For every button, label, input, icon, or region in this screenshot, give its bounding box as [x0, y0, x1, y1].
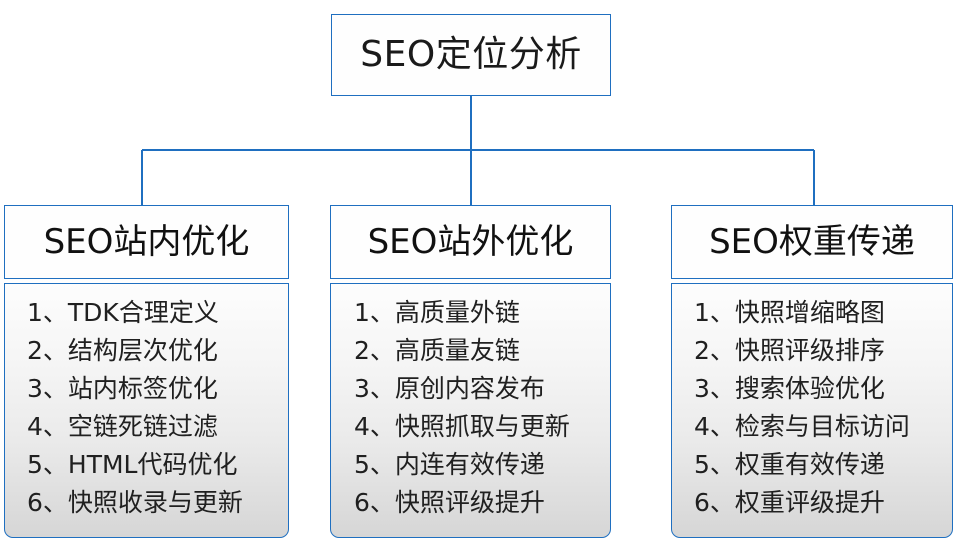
list-item: 3、原创内容发布: [354, 374, 545, 403]
branch-header-3[interactable]: SEO权重传递: [671, 205, 953, 279]
branch-header-label-2: SEO站外优化: [367, 222, 574, 262]
root-node-label: SEO定位分析: [360, 34, 582, 75]
list-item: 3、搜索体验优化: [694, 374, 885, 403]
list-item: 3、站内标签优化: [27, 374, 218, 403]
list-item: 1、快照增缩略图: [694, 298, 885, 327]
branch-header-1[interactable]: SEO站内优化: [4, 205, 289, 279]
list-item: 2、高质量友链: [354, 336, 520, 365]
branch-item-list-2: 1、高质量外链 2、高质量友链 3、原创内容发布 4、快照抓取与更新 5、内连有…: [331, 294, 610, 522]
list-item: 6、快照收录与更新: [27, 488, 243, 517]
branch-body-3: 1、快照增缩略图 2、快照评级排序 3、搜索体验优化 4、检索与目标访问 5、权…: [671, 283, 953, 538]
list-item: 1、高质量外链: [354, 298, 520, 327]
branch-body-2: 1、高质量外链 2、高质量友链 3、原创内容发布 4、快照抓取与更新 5、内连有…: [330, 283, 611, 538]
branch-header-2[interactable]: SEO站外优化: [330, 205, 611, 279]
branch-header-label-3: SEO权重传递: [709, 222, 915, 262]
branch-body-1: 1、TDK合理定义 2、结构层次优化 3、站内标签优化 4、空链死链过滤 5、H…: [4, 283, 289, 538]
list-item: 6、快照评级提升: [354, 488, 545, 517]
branch-item-list-1: 1、TDK合理定义 2、结构层次优化 3、站内标签优化 4、空链死链过滤 5、H…: [5, 294, 288, 522]
branch-column-1: SEO站内优化 1、TDK合理定义 2、结构层次优化 3、站内标签优化 4、空链…: [4, 205, 289, 538]
list-item: 4、快照抓取与更新: [354, 412, 570, 441]
list-item: 6、权重评级提升: [694, 488, 885, 517]
list-item: 5、权重有效传递: [694, 450, 885, 479]
root-node[interactable]: SEO定位分析: [331, 14, 611, 96]
list-item: 2、结构层次优化: [27, 336, 218, 365]
list-item: 1、TDK合理定义: [27, 298, 219, 327]
list-item: 4、空链死链过滤: [27, 412, 218, 441]
list-item: 5、HTML代码优化: [27, 450, 238, 479]
branch-item-list-3: 1、快照增缩略图 2、快照评级排序 3、搜索体验优化 4、检索与目标访问 5、权…: [672, 294, 952, 522]
list-item: 5、内连有效传递: [354, 450, 545, 479]
branch-column-2: SEO站外优化 1、高质量外链 2、高质量友链 3、原创内容发布 4、快照抓取与…: [330, 205, 611, 538]
branch-column-3: SEO权重传递 1、快照增缩略图 2、快照评级排序 3、搜索体验优化 4、检索与…: [671, 205, 953, 538]
branch-header-label-1: SEO站内优化: [43, 222, 250, 262]
list-item: 2、快照评级排序: [694, 336, 885, 365]
list-item: 4、检索与目标访问: [694, 412, 910, 441]
